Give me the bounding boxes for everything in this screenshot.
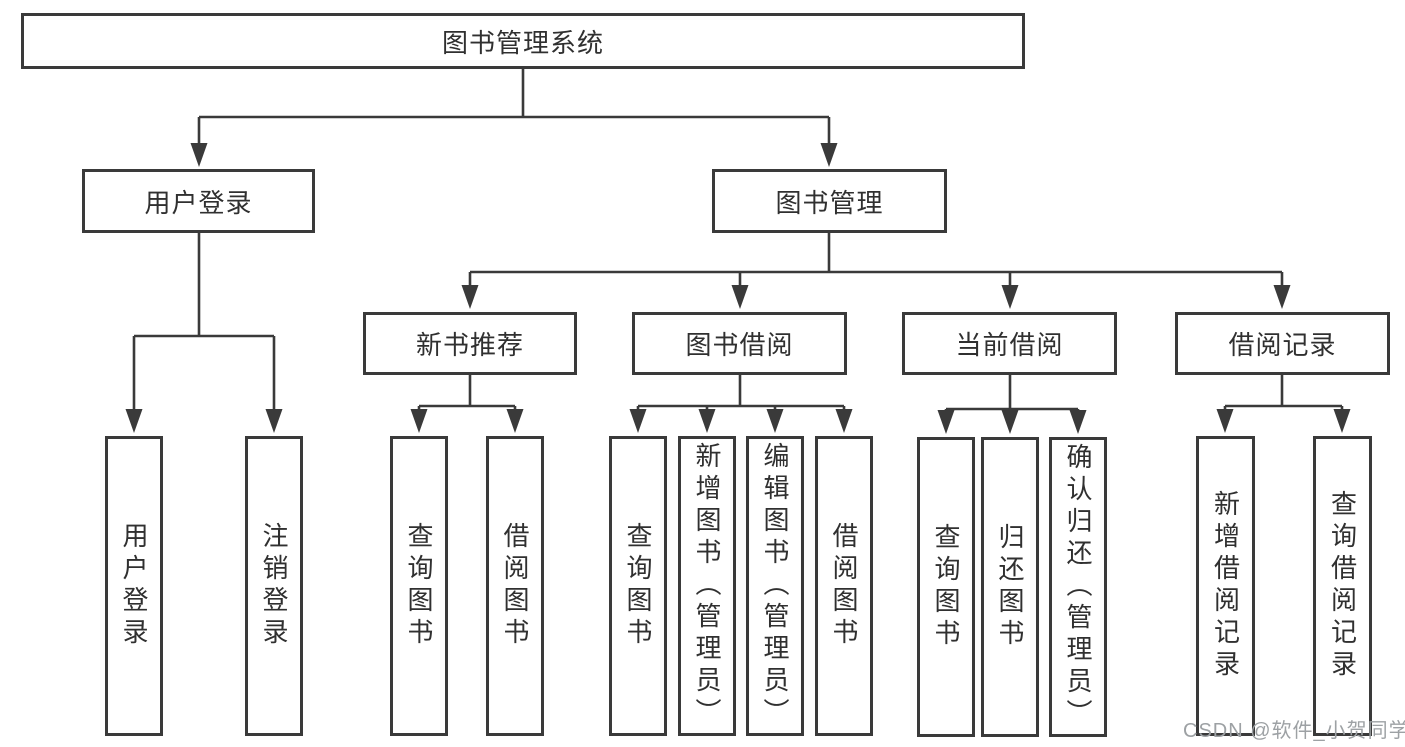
connector-root-to-level2: [190, 68, 838, 167]
connector-user-login-to-leaves: [125, 232, 283, 433]
connector-current-borrow-to-leaves: [937, 375, 1087, 434]
node-user-login: 用户登录: [82, 169, 315, 233]
node-book-management: 图书管理: [712, 169, 947, 233]
leaf-add-books-admin: 新增图书（管理员）: [678, 436, 736, 736]
node-current-borrow: 当前借阅: [902, 312, 1117, 375]
node-book-borrow: 图书借阅: [632, 312, 847, 375]
leaf-borrow-books-1: 借阅图书: [486, 436, 544, 736]
leaf-query-books-3: 查询图书: [917, 437, 975, 737]
leaf-query-books-2: 查询图书: [609, 436, 667, 736]
leaf-user-login: 用户登录: [105, 436, 163, 736]
connector-book-borrow-to-leaves: [629, 375, 853, 433]
leaf-add-borrow-record: 新增借阅记录: [1196, 436, 1255, 736]
node-root: 图书管理系统: [21, 13, 1025, 69]
node-new-book-recommend: 新书推荐: [363, 312, 577, 375]
connector-new-book-to-leaves: [410, 375, 524, 433]
connector-book-management-to-level3: [461, 232, 1291, 309]
leaf-return-books: 归还图书: [981, 437, 1039, 737]
connector-borrow-records-to-leaves: [1216, 375, 1351, 433]
leaf-edit-books-admin: 编辑图书（管理员）: [746, 436, 804, 736]
watermark: CSDN @软件_小贺同学: [1183, 720, 1405, 742]
node-borrow-records: 借阅记录: [1175, 312, 1390, 375]
leaf-logout-login: 注销登录: [245, 436, 303, 736]
leaf-query-borrow-record: 查询借阅记录: [1313, 436, 1372, 736]
leaf-confirm-return-admin: 确认归还（管理员）: [1049, 437, 1107, 737]
leaf-query-books-1: 查询图书: [390, 436, 448, 736]
leaf-borrow-books-2: 借阅图书: [815, 436, 873, 736]
